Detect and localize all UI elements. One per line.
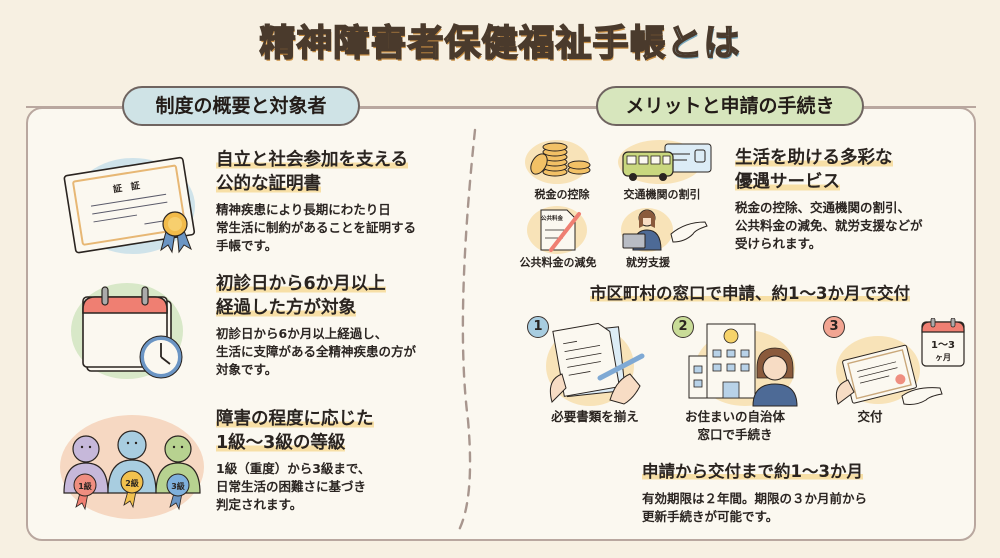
feature-title: 優遇サービス: [735, 172, 840, 192]
page-title: 精神障害者保健福祉手帳とは: [0, 14, 1000, 66]
step-number-1: 1: [527, 316, 549, 338]
feature-body: 1級（重度）から3級まで、: [216, 461, 371, 476]
feature-title: 申請から交付まで約1～3か月: [642, 462, 863, 481]
feature-title: 生活を助ける多彩な: [735, 148, 893, 168]
grade-people-icon: 1級 2級 3級: [50, 405, 210, 525]
benefit-label-tax: 税金の控除: [534, 188, 590, 201]
certificate-icon: 証 証: [55, 148, 205, 258]
feature-body: 税金の控除、交通機関の割引、: [735, 200, 911, 215]
feature-title: 初診日から6か月以上: [216, 274, 386, 294]
city-office-icon: [685, 316, 805, 408]
feature-body: 常生活に制約があることを証明する: [216, 220, 417, 235]
feature-body: 有効期限は２年間。期限の３か月前から: [642, 491, 868, 506]
certificate-handover-icon: 1～3 ヶ月: [830, 317, 970, 408]
document-writing-icon: [540, 318, 660, 408]
feature-body: 初診日から6か月以上経過し、: [216, 326, 388, 341]
benefits-icon-grid: 公共料金: [515, 138, 725, 270]
process-title: 市区町村の窓口で申請、約1～3か月で交付: [590, 284, 910, 303]
step-label-2: お住まいの自治体 窓口で手続き: [684, 409, 785, 442]
benefit-label-transport: 交通機関の割引: [623, 188, 701, 201]
feature-body: 生活に支障がある全精神疾患の方が: [216, 344, 417, 359]
feature-certificate: 自立と社会参加を支える 公的な証明書 精神疾患により長期にわたり日 常生活に制約…: [216, 148, 466, 255]
benefit-label-public-fees: 公共料金の減免: [519, 256, 597, 269]
feature-grades: 障害の程度に応じた 1級～3級の等級 1級（重度）から3級まで、 日常生活の困難…: [216, 407, 466, 514]
feature-title: 公的な証明書: [216, 174, 321, 194]
section-header-overview: 制度の概要と対象者: [122, 86, 360, 126]
feature-body: 精神疾患により長期にわたり日: [216, 202, 391, 217]
feature-benefits: 生活を助ける多彩な 優遇サービス 税金の控除、交通機関の割引、 公共料金の減免、…: [735, 146, 975, 253]
feature-body: 対象です。: [216, 362, 278, 377]
feature-body: 手帳です。: [216, 238, 278, 253]
feature-body: 公共料金の減免、就労支援などが: [735, 218, 923, 233]
svg-text:3級: 3級: [171, 481, 185, 491]
feature-timeline: 申請から交付まで約1～3か月 有効期限は２年間。期限の３か月前から 更新手続きが…: [642, 460, 962, 526]
step-number-2: 2: [672, 316, 694, 338]
feature-title: 自立と社会参加を支える: [216, 150, 408, 170]
feature-eligibility: 初診日から6か月以上 経過した方が対象 初診日から6か月以上経過し、 生活に支障…: [216, 272, 466, 379]
benefit-label-employment: 就労支援: [626, 256, 670, 269]
step-number-3: 3: [823, 316, 845, 338]
page-title-suffix: とは: [666, 22, 741, 65]
svg-text:ヶ月: ヶ月: [935, 353, 951, 362]
feature-title: 経過した方が対象: [216, 298, 356, 318]
feature-title: 1級～3級の等級: [216, 433, 346, 453]
page-title-main: 精神障害者保健福祉手帳: [259, 22, 667, 65]
calendar-clock-icon: [65, 275, 195, 385]
svg-text:公共料金: 公共料金: [541, 214, 564, 222]
step-label-3: 交付: [857, 409, 883, 424]
feature-body: 日常生活の困難さに基づき: [216, 479, 367, 494]
svg-text:1級: 1級: [78, 481, 92, 491]
feature-body: 更新手続きが可能です。: [642, 509, 779, 524]
svg-text:1～3: 1～3: [931, 340, 955, 351]
step-label-1: 必要書類を揃え: [551, 409, 639, 424]
feature-title: 障害の程度に応じた: [216, 409, 374, 429]
svg-text:2級: 2級: [125, 478, 139, 488]
dashed-divider: [456, 128, 477, 534]
feature-body: 判定されます。: [216, 497, 303, 512]
feature-body: 受けられます。: [735, 236, 822, 251]
section-header-benefits: メリットと申請の手続き: [596, 86, 864, 126]
